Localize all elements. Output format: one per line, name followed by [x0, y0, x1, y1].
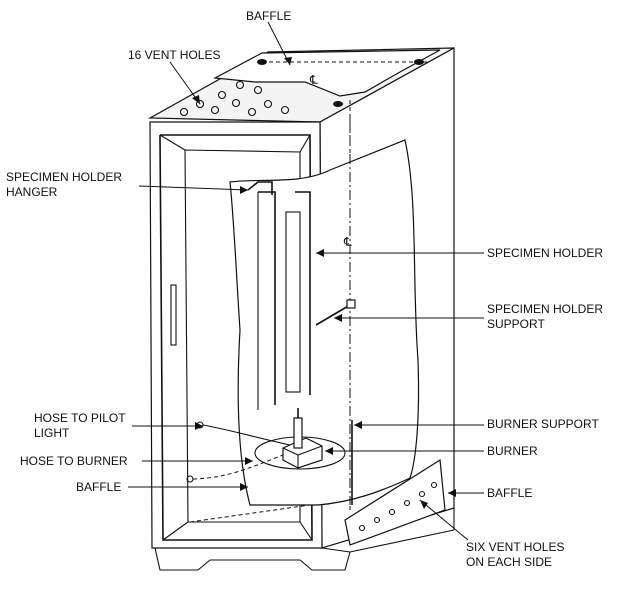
cutaway-panel — [229, 139, 420, 506]
label-baffle-left: BAFFLE — [76, 480, 121, 494]
label-baffle-right: BAFFLE — [487, 486, 532, 500]
label-hanger-line1: SPECIMEN HOLDER — [6, 170, 122, 184]
specimen-holder-hanger — [247, 181, 273, 195]
specimen-holder — [257, 191, 311, 410]
leader-lines — [128, 21, 484, 541]
holder-centerline-mark: ℄ — [343, 235, 352, 249]
label-support-line1: SPECIMEN HOLDER — [487, 302, 603, 316]
burner — [254, 408, 346, 470]
burner-hose — [186, 454, 284, 483]
label-pilot-line1: HOSE TO PILOT — [34, 411, 126, 425]
label-burner-support: BURNER SUPPORT — [487, 417, 599, 431]
label-baffle-top: BAFFLE — [246, 9, 291, 23]
label-six-vent-line2: ON EACH SIDE — [466, 555, 552, 569]
label-support-line2: SUPPORT — [487, 317, 545, 331]
label-pilot-line2: LIGHT — [34, 426, 70, 440]
top-centerline-mark: ℄ — [309, 73, 318, 87]
label-specimen-holder: SPECIMEN HOLDER — [487, 246, 603, 260]
label-six-vent-line1: SIX VENT HOLES — [466, 540, 564, 554]
lower-right-baffle — [344, 458, 446, 546]
label-hanger-line2: HANGER — [6, 185, 58, 199]
label-hose-burner: HOSE TO BURNER — [20, 454, 128, 468]
labels: BAFFLE 16 VENT HOLES SPECIMEN HOLDER HAN… — [6, 9, 603, 569]
label-vent-holes: 16 VENT HOLES — [128, 48, 220, 62]
specimen-holder-support — [315, 299, 356, 326]
top-vent-holes — [179, 80, 290, 117]
label-burner: BURNER — [487, 444, 538, 458]
